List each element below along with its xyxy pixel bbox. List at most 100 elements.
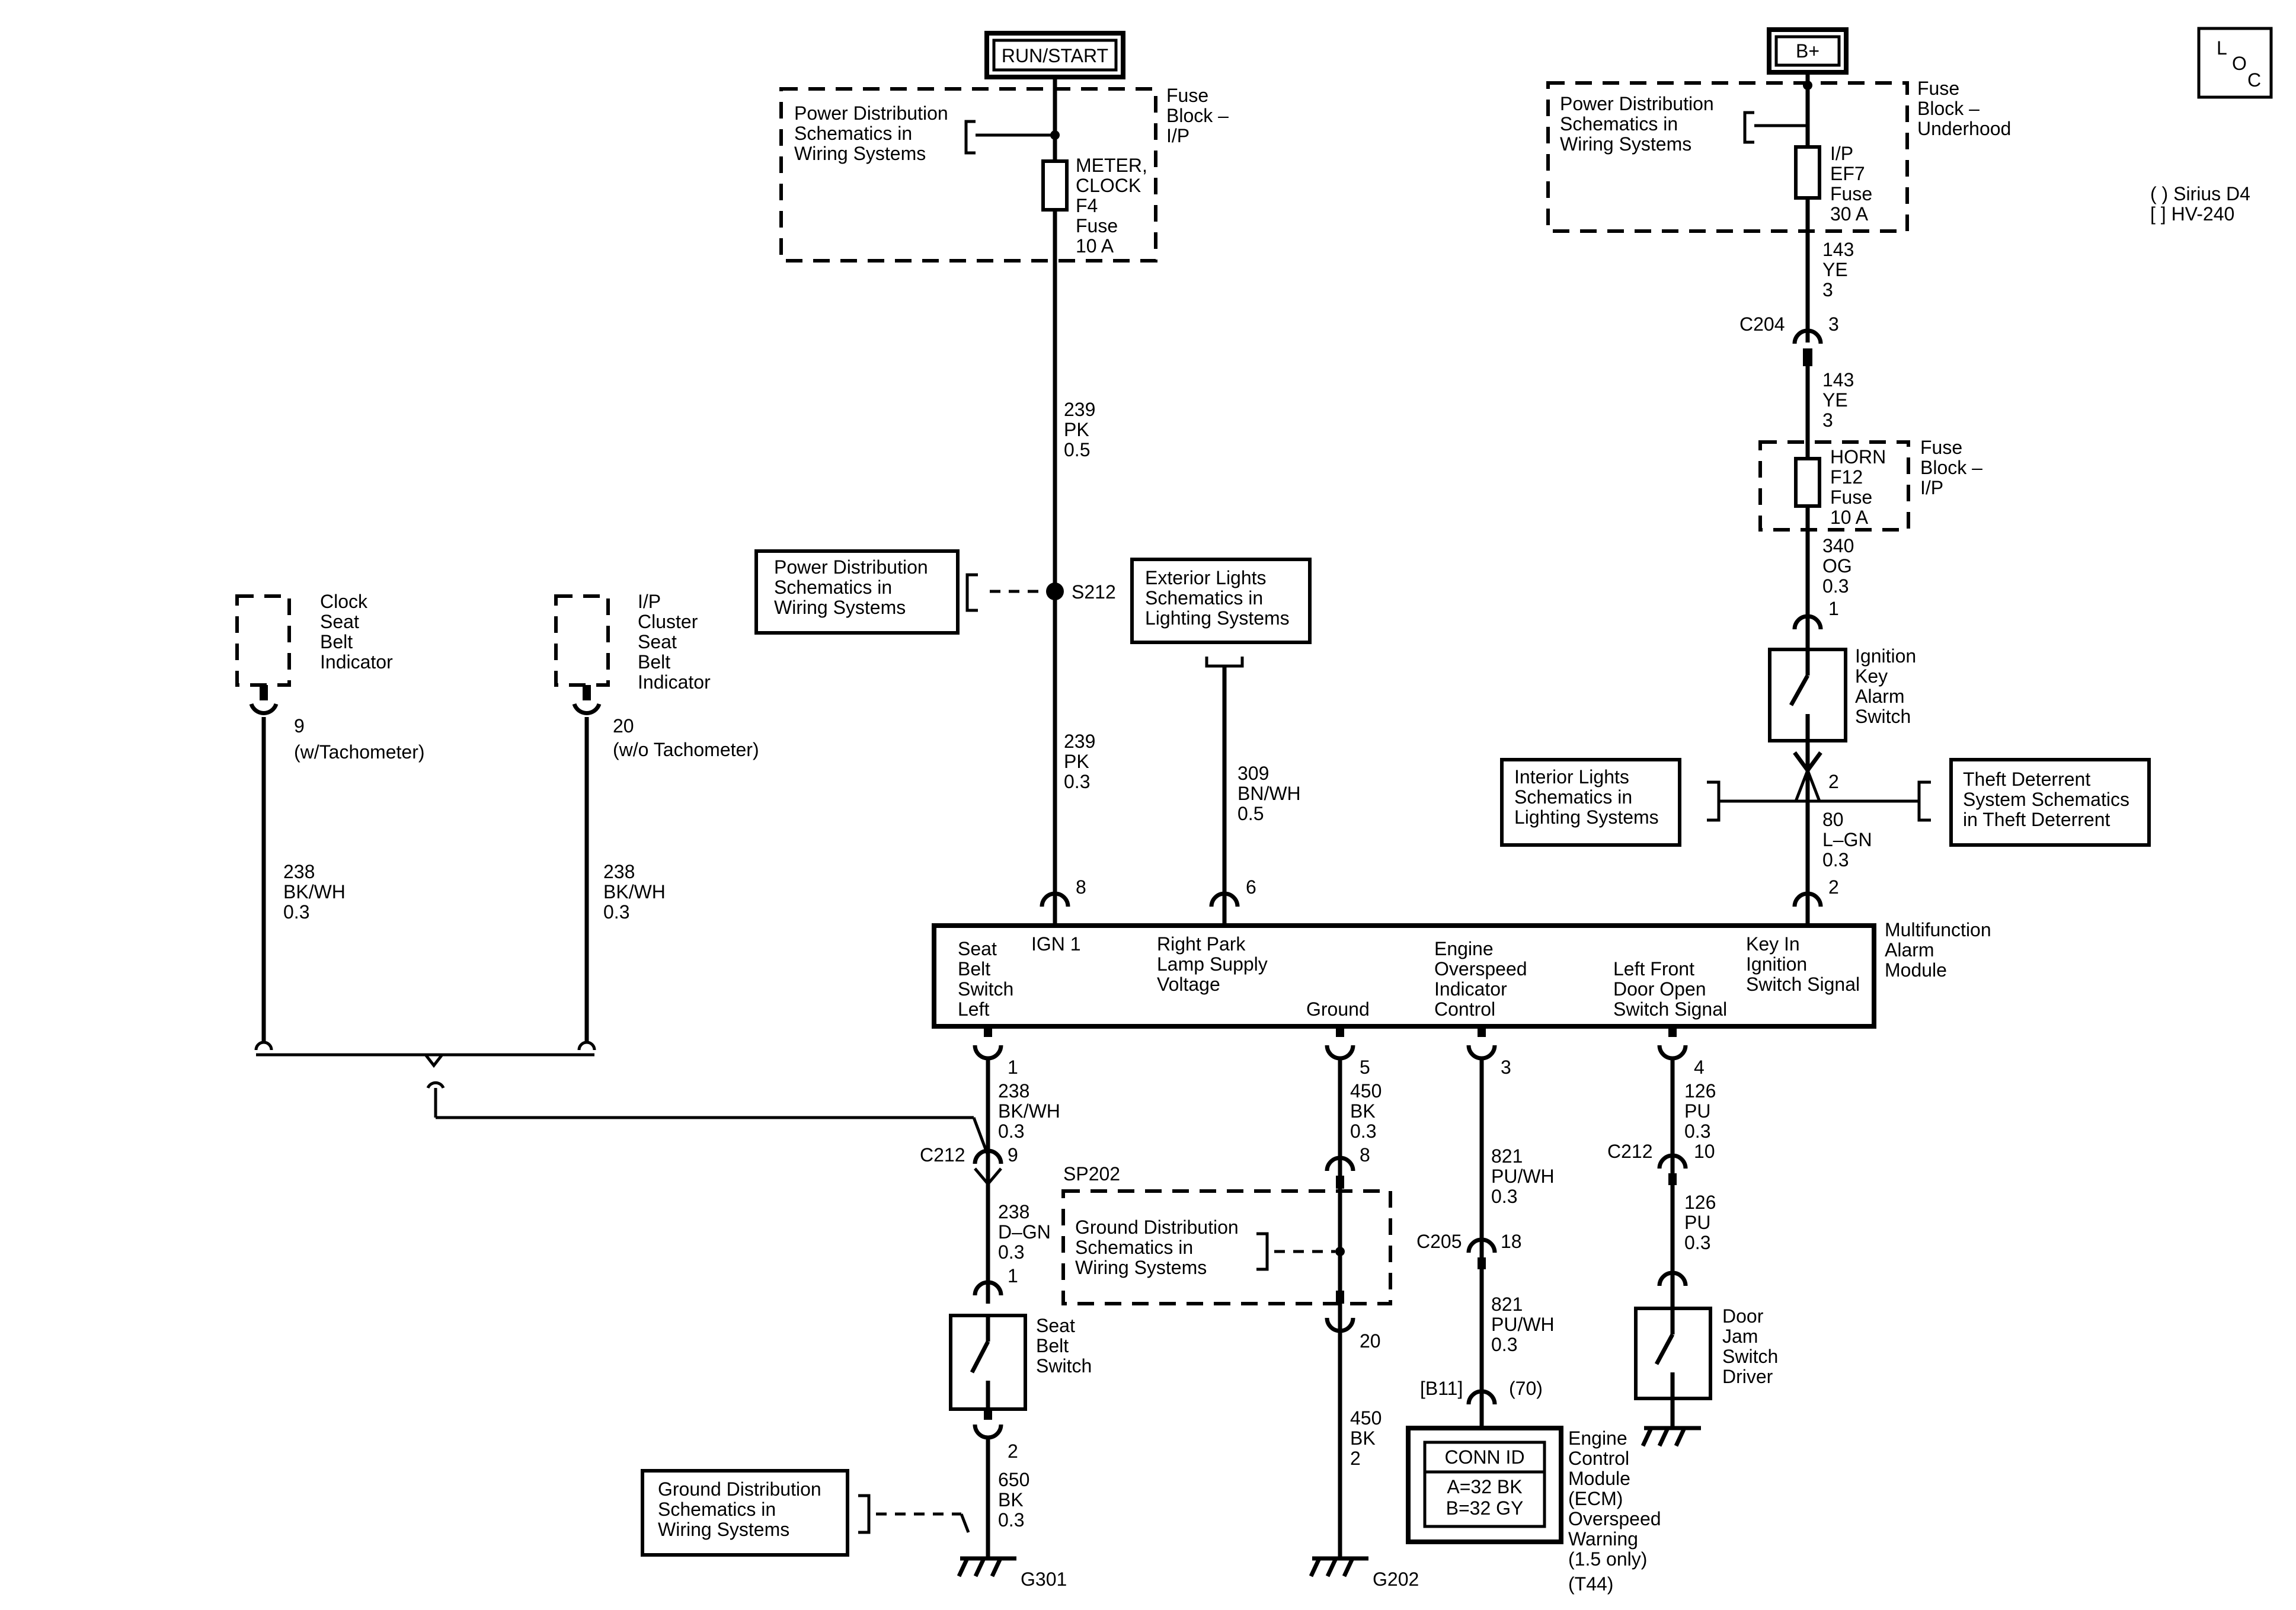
ign-connector-8: 8 <box>1040 876 1086 907</box>
wire-label: 0.5 <box>1064 439 1090 460</box>
label-line: Switch <box>1722 1346 1778 1367</box>
label-line: Ignition <box>1855 645 1916 667</box>
engine-labels: 3 821 PU/WH 0.3 C205 18 821 PU/WH 0.3 [B… <box>1416 1057 1555 1399</box>
ground-labels: 5 450 BK 0.3 8 20 450 BK 2 G202 <box>1350 1057 1419 1590</box>
ref-line: Wiring Systems <box>658 1519 789 1540</box>
connector-label: C204 <box>1739 313 1785 335</box>
multifunction-alarm-module: Multifunction Alarm Module <box>932 919 1991 1029</box>
label-line: (ECM) <box>1568 1488 1623 1509</box>
module-pin-ign1: IGN 1 <box>1031 933 1081 955</box>
ground-label: G301 <box>1021 1569 1067 1590</box>
ref-line: Ground Distribution <box>658 1478 821 1500</box>
label-line: Control <box>1568 1448 1629 1469</box>
label-line: CLOCK <box>1076 175 1141 196</box>
module-pin-park: Right Park Lamp Supply Voltage <box>1157 933 1268 995</box>
pin-label: [B11] <box>1420 1378 1463 1399</box>
ground-circuit <box>1309 1026 1368 1577</box>
wire-label: 0.3 <box>1822 849 1849 870</box>
pin-name: Right Park <box>1157 933 1246 955</box>
label-line: Block – <box>1166 105 1229 126</box>
door-labels: 4 126 PU 0.3 C212 10 126 PU 0.3 Door Jam… <box>1607 1057 1778 1387</box>
legend-hv: [ ] HV-240 <box>2150 203 2234 225</box>
pin-label: 18 <box>1501 1231 1522 1252</box>
conn-id-a: A=32 BK <box>1447 1476 1522 1497</box>
ref-line: Power Distribution <box>1560 93 1714 114</box>
pin-name: Lamp Supply <box>1157 953 1268 975</box>
pin-label: 20 <box>1360 1330 1381 1352</box>
wire-label: PK <box>1064 751 1089 772</box>
wire-label: 340 <box>1822 535 1854 556</box>
wire-label: 0.3 <box>1822 575 1849 597</box>
ref-line: Schematics in <box>1560 113 1678 135</box>
label-line: Block – <box>1920 457 1982 478</box>
label-line: Key <box>1855 665 1888 687</box>
pin-name: Belt <box>958 958 990 980</box>
ref-line: Theft Deterrent <box>1963 769 2090 790</box>
wire-label: 3 <box>1822 279 1833 300</box>
wire-label: 0.3 <box>1684 1121 1710 1142</box>
wire-label: BK/WH <box>603 881 666 902</box>
label-line: Fuse <box>1830 486 1872 508</box>
wire-label: 0.5 <box>1237 803 1264 824</box>
label-line: Module <box>1568 1468 1630 1489</box>
loc-o: O <box>2232 53 2247 74</box>
label-line: Belt <box>638 651 670 673</box>
ref-line: Interior Lights <box>1514 766 1629 788</box>
wire-label: 0.3 <box>1491 1186 1517 1207</box>
ref-line: Wiring Systems <box>1075 1257 1207 1278</box>
wire-label: 126 <box>1684 1192 1716 1213</box>
pin-name: Engine <box>1434 938 1494 959</box>
fuse-right-block-label: Fuse Block – Underhood <box>1917 78 2011 139</box>
pin-label: 1 <box>1008 1057 1018 1078</box>
wire-label: 0.3 <box>1491 1334 1517 1355</box>
wire-label: PK <box>1064 419 1089 440</box>
pin-name: Left Front <box>1613 958 1694 980</box>
wire-label: 2 <box>1350 1448 1361 1469</box>
pin-label: 1 <box>1008 1265 1018 1286</box>
module-pin-ground: Ground <box>1306 998 1370 1020</box>
ref-line: Schematics in <box>1145 587 1263 609</box>
loc-box: L O C <box>2197 27 2273 99</box>
wire-label: 450 <box>1350 1080 1382 1102</box>
ref-line: Schematics in <box>658 1499 776 1520</box>
pin-label: 3 <box>1828 313 1839 335</box>
splice-label: S212 <box>1072 581 1116 603</box>
wire-label: 238 <box>603 861 635 882</box>
label-line: Seat <box>1036 1315 1075 1336</box>
label-line: Clock <box>320 591 368 612</box>
wire-label: 143 <box>1822 369 1854 391</box>
b-plus-wire-3-label: 340 OG 0.3 1 <box>1822 535 1854 619</box>
pin-name: Control <box>1434 998 1495 1020</box>
exterior-lights-ref: Exterior Lights Schematics in Lighting S… <box>1130 558 1312 926</box>
label-line: Alarm <box>1855 686 1905 707</box>
fuse-block-ip-left <box>779 77 1157 926</box>
label-line: Belt <box>320 631 353 652</box>
label-line: Seat <box>638 631 677 652</box>
label-line: Jam <box>1722 1326 1758 1347</box>
b-plus-wire-2-label: 143 YE 3 <box>1822 369 1854 431</box>
pin-label: 6 <box>1246 876 1256 898</box>
wire-label: 238 <box>998 1201 1029 1222</box>
label-line: Seat <box>320 611 359 632</box>
pin-label: (70) <box>1509 1378 1543 1399</box>
pin-name: Switch Signal <box>1613 998 1727 1020</box>
pin-name: Ignition <box>1746 953 1807 975</box>
clock-seat-belt-indicator: Clock Seat Belt Indicator 9 (w/Tachomete… <box>235 591 425 1043</box>
wire-label: 0.3 <box>1064 771 1090 792</box>
ref-line: Power Distribution <box>774 556 928 578</box>
module-pin-door: Left Front Door Open Switch Signal <box>1613 958 1727 1020</box>
wire-label: 0.3 <box>283 901 309 923</box>
pin-name: Seat <box>958 938 997 959</box>
wire-label: 143 <box>1822 239 1854 260</box>
pin-label: 1 <box>1828 598 1839 619</box>
connector-c204: C204 3 <box>1739 313 1839 926</box>
wire-label: PU/WH <box>1491 1314 1555 1335</box>
label-line: Fuse <box>1920 437 1962 458</box>
pin-label: 10 <box>1694 1141 1715 1162</box>
pin-label: 8 <box>1360 1144 1370 1166</box>
ref-line: Schematics in <box>1075 1237 1193 1258</box>
pin-label: 9 <box>1008 1144 1018 1166</box>
label-line: 10 A <box>1076 235 1114 257</box>
connector-label: C205 <box>1416 1231 1462 1252</box>
